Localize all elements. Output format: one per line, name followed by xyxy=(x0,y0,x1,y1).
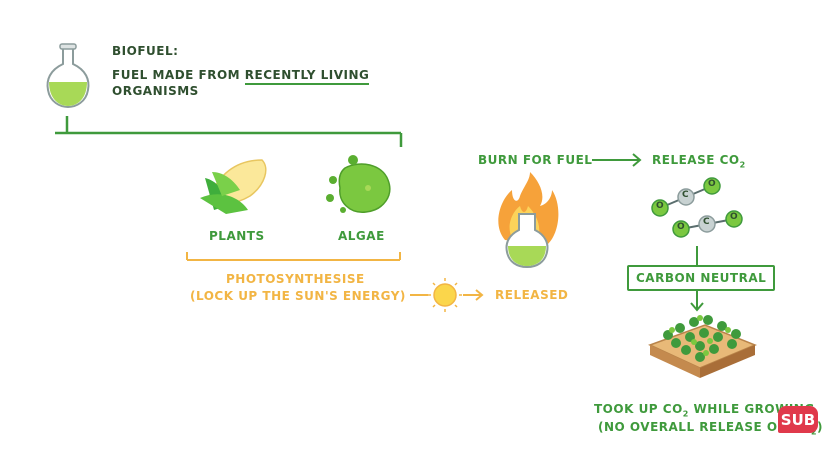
connector-bracket xyxy=(55,116,403,147)
molecule-top xyxy=(651,177,721,217)
sun-icon xyxy=(428,278,462,312)
molecule-bottom xyxy=(672,210,743,238)
no-release-post: ) xyxy=(817,420,823,434)
subtitles-button[interactable]: SUB xyxy=(778,406,818,433)
definition-prefix: FUEL MADE FROM xyxy=(112,68,245,82)
release-co2-text: RELEASE CO xyxy=(652,153,740,167)
algae-label: ALGAE xyxy=(338,229,385,243)
carbon-neutral-box: CARBON NEUTRAL xyxy=(627,265,776,291)
took-up-sub: 2 xyxy=(682,409,689,419)
atom-c-1: C xyxy=(682,190,690,200)
neutral-connector xyxy=(690,246,704,312)
biofuel-title: BIOFUEL: xyxy=(112,44,179,58)
algae-icon xyxy=(326,155,391,213)
took-up-pre: TOOK UP CO xyxy=(594,402,683,416)
lock-up-energy-label: (LOCK UP THE SUN'S ENERGY) xyxy=(190,289,406,303)
atom-o-2: O xyxy=(708,179,717,189)
burning-flask-icon xyxy=(498,172,559,269)
released-label: RELEASED xyxy=(495,288,569,302)
burn-for-fuel-label: BURN FOR FUEL xyxy=(478,153,593,167)
no-release-pre: (NO OVERALL RELEASE OF CO xyxy=(598,420,811,434)
release-co2-label: RELEASE CO2 xyxy=(652,153,746,169)
definition-underlined: RECENTLY LIVING xyxy=(244,68,370,85)
biofuel-definition-line1: FUEL MADE FROM RECENTLY LIVING xyxy=(112,68,370,85)
release-co2-subscript: 2 xyxy=(739,160,746,170)
co2-molecules-icon xyxy=(651,177,743,238)
crop-field-icon xyxy=(648,315,757,378)
plants-label: PLANTS xyxy=(209,229,265,243)
atom-o-1: O xyxy=(656,201,665,211)
atom-c-2: C xyxy=(703,217,711,227)
released-arrow xyxy=(463,289,484,301)
photosynthesise-label: PHOTOSYNTHESISE xyxy=(226,272,365,286)
biofuel-definition-line2: ORGANISMS xyxy=(112,84,199,98)
flask-icon xyxy=(46,43,90,109)
corn-icon xyxy=(200,159,267,214)
atom-o-4: O xyxy=(730,212,739,222)
atom-o-3: O xyxy=(677,222,686,232)
burn-arrow xyxy=(592,153,642,167)
photosynthesis-bracket xyxy=(186,252,401,261)
